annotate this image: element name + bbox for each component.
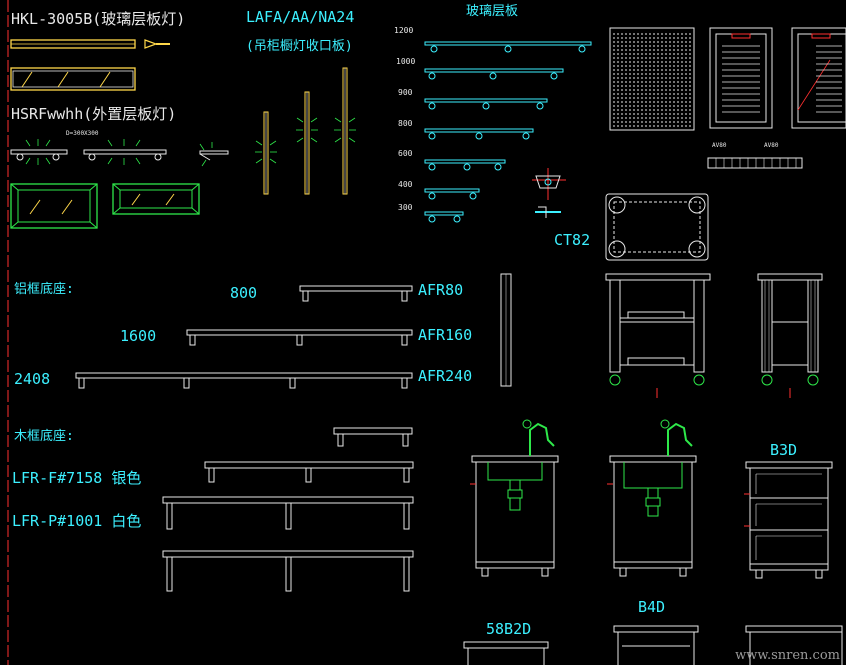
lfr-p-label: LFR-P#1001 白色: [12, 512, 142, 530]
glass-shelf-label: 玻璃层板: [466, 4, 519, 19]
ct82-label: CT82: [554, 231, 591, 249]
av80-bar: [707, 157, 803, 169]
len-1600-label: 1600: [120, 327, 157, 345]
hsrf-label: HSRFwwhh(外置层板灯): [11, 105, 177, 123]
glass-shelves-drawing: [424, 41, 592, 223]
lafa-sub-label: (吊柜橱灯收口板): [246, 39, 353, 54]
lfr-f-label: LFR-F#7158 银色: [12, 469, 142, 487]
wood-base-label: 木框底座:: [14, 429, 74, 444]
hkl-label: HKL-3005B(玻璃层板灯): [11, 10, 186, 28]
cart-top-view: [605, 193, 709, 261]
afr240-label: AFR240: [418, 367, 473, 385]
len-800-label: 800: [230, 284, 258, 302]
shelf-size-900: 900: [398, 88, 413, 97]
lfr-base-medium: [204, 461, 414, 483]
58b2d-cabinet: [463, 641, 549, 665]
shelf-size-400: 400: [398, 180, 413, 189]
sink-cabinet-2: [609, 419, 697, 577]
louvered-panel-2: [791, 27, 846, 129]
b3d-label: B3D: [770, 441, 798, 459]
aluminum-post: [500, 273, 512, 387]
right-bottom-cabinet: [745, 625, 843, 665]
afr80-base: [299, 285, 413, 302]
shelf-size-800: 800: [398, 119, 413, 128]
shelf-bracket-detail: [532, 168, 566, 218]
b4d-cabinet: [613, 625, 699, 665]
afr160-label: AFR160: [418, 326, 473, 344]
afr240-base: [75, 372, 413, 389]
58b2d-label: 58B2D: [486, 620, 532, 638]
lafa-trim-drawings: [255, 67, 356, 195]
afr160-base: [186, 329, 413, 346]
cart-side-view: [757, 273, 823, 386]
lfr-base-small: [333, 427, 413, 447]
av80-label: AV80: [764, 142, 779, 149]
hsrf-light-drawing: [10, 139, 229, 229]
hkl-light-drawing: [10, 39, 170, 91]
lfr-f-base: [162, 496, 414, 530]
av80-small-label: AV80: [712, 142, 727, 149]
shelf-size-300: 300: [398, 203, 413, 212]
perforated-panel: [609, 27, 695, 131]
lafa-label: LAFA/AA/NA24: [246, 8, 355, 26]
len-2408-label: 2408: [14, 370, 51, 388]
shelf-size-1000: 1000: [396, 57, 416, 66]
hsrf-dimension: D=300X300: [66, 130, 99, 137]
b4d-label: B4D: [638, 598, 666, 616]
louvered-panel-1: [709, 27, 773, 129]
lfr-p-base: [162, 550, 414, 592]
shelf-size-600: 600: [398, 149, 413, 158]
cart-front-view: [605, 273, 711, 386]
sink-cabinet-1: [471, 419, 559, 577]
b3d-cabinet: [745, 461, 833, 579]
shelf-size-1200: 1200: [394, 26, 414, 35]
watermark: www.snren.com: [735, 648, 840, 663]
alu-base-label: 铝框底座:: [14, 282, 74, 297]
afr80-label: AFR80: [418, 281, 464, 299]
